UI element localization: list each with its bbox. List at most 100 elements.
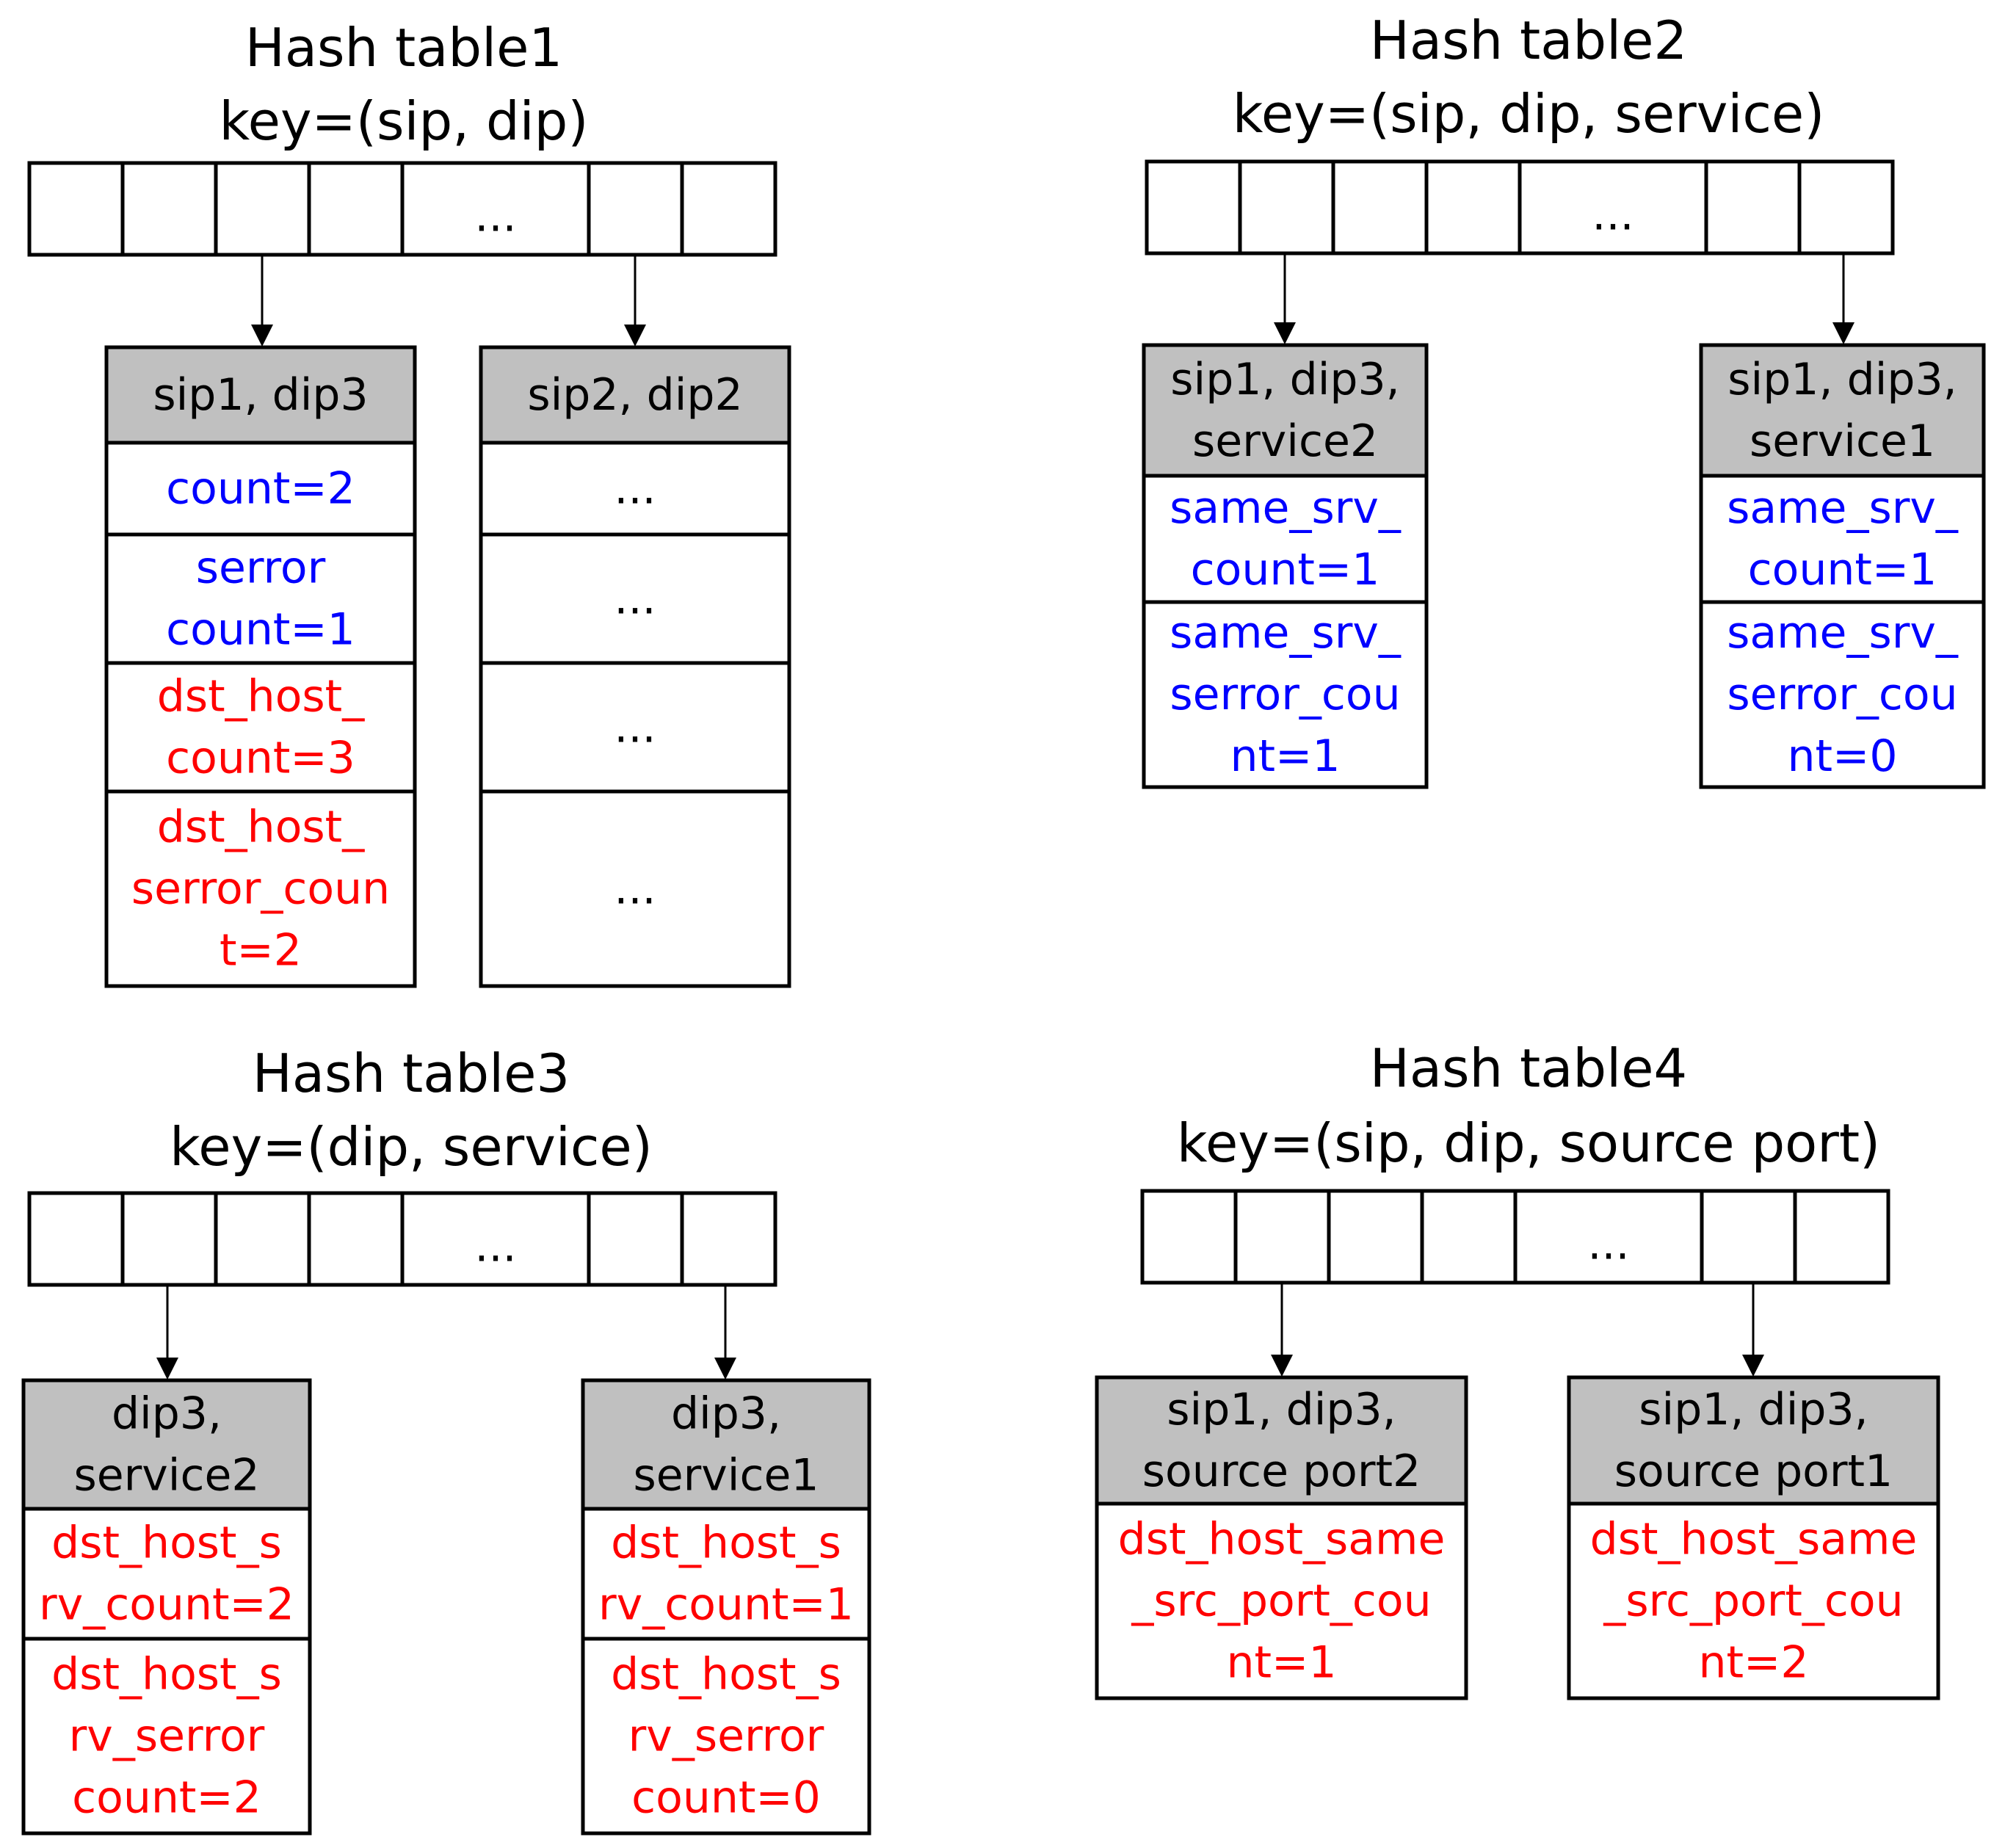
bucket-cell [1793, 1189, 1890, 1285]
entry-field-value: dst_host_s [611, 1649, 841, 1700]
entry-field-value: count=1 [166, 604, 355, 656]
hash-entry: sip1, dip3count=2serrorcount=1dst_host_c… [104, 255, 417, 988]
bucket-cell [307, 1191, 405, 1287]
entry-field-value: ... [614, 463, 656, 515]
entry-header-label: source port1 [1614, 1446, 1893, 1497]
entry-field-cell [104, 661, 417, 794]
entry-field-value: dst_host_same [1590, 1514, 1918, 1565]
entry-field-value: dst_host_s [51, 1518, 282, 1569]
bucket-cell [680, 1191, 777, 1287]
hash-entry: dip3,service1dst_host_srv_count=1dst_hos… [581, 1285, 871, 1836]
entry-field-value: count=1 [1191, 544, 1380, 595]
entry-field-value: rv_count=2 [39, 1579, 294, 1631]
entry-header [479, 345, 791, 445]
bucket-cell [27, 1191, 125, 1287]
entry-header-label: sip1, dip3, [1167, 1384, 1396, 1435]
bucket-ellipsis-cell [400, 1191, 591, 1287]
entry-field-value: count=3 [166, 733, 355, 784]
entry-field-value: ... [614, 863, 656, 915]
entry-field-value: dst_host_same [1118, 1514, 1446, 1565]
entry-header-label: sip1, dip3 [153, 369, 368, 421]
entry-field-cell [479, 789, 791, 988]
entry-field-cell [1699, 600, 1986, 789]
entry-header [104, 345, 417, 445]
bucket-cell [27, 161, 125, 257]
entry-header [21, 1378, 312, 1511]
entry-header-label: service1 [633, 1450, 819, 1501]
entry-field-cell [1567, 1501, 1940, 1700]
entry-field-value: nt=1 [1227, 1637, 1337, 1689]
hash-table-title: Hash table2 [1370, 10, 1687, 71]
entry-header-label: source port2 [1142, 1446, 1421, 1497]
entry-field-value: serror_cou [1170, 669, 1400, 720]
bucket-cell [1233, 1189, 1331, 1285]
entry-field-value: same_srv_ [1170, 482, 1402, 534]
entry-field-value: t=2 [220, 925, 302, 976]
bucket-cell [680, 161, 777, 257]
bucket-array: ... [1140, 1189, 1890, 1285]
bucket-cell [214, 1191, 311, 1287]
entry-field-cell [104, 532, 417, 665]
entry-header-label: sip1, dip3, [1170, 354, 1399, 405]
entry-header-label: service1 [1750, 416, 1935, 467]
hash-table-key: key=(sip, dip) [220, 90, 589, 152]
entry-field-value: same_srv_ [1170, 607, 1402, 659]
entry-field-value: nt=0 [1788, 731, 1898, 782]
bucket-ellipsis-cell [1513, 1189, 1704, 1285]
bucket-cell [1238, 159, 1335, 256]
bucket-cell [1797, 159, 1895, 256]
hash-table-title: Hash table3 [253, 1043, 570, 1104]
hash-entry: sip1, dip3, service2 same_srv_ count=1 same_… [1142, 253, 1429, 789]
hash-entry: dip3,service2dst_host_srv_count=2dst_hos… [21, 1285, 312, 1836]
bucket-cell [1700, 1189, 1797, 1285]
entry-field-value: nt=1 [1230, 731, 1341, 782]
entry-field-value: serror_coun [131, 863, 390, 915]
bucket-cell [120, 161, 218, 257]
hash-table-key: key=(sip, dip, source port) [1177, 1112, 1880, 1174]
entry-header [1699, 343, 1986, 478]
bucket-cell [1140, 1189, 1238, 1285]
bucket-array: ... [27, 161, 777, 257]
entry-field-value: serror [196, 543, 326, 594]
entry-field-value: ... [614, 573, 656, 625]
bucket-cell [1331, 159, 1429, 256]
entry-field-value: _src_port_cou [1131, 1576, 1431, 1627]
bucket-cell [1327, 1189, 1424, 1285]
entry-field-cell [581, 1637, 871, 1836]
bucket-cell [587, 161, 684, 257]
hash-table-title: Hash table1 [245, 17, 562, 79]
entry-field-cell [1142, 600, 1429, 789]
entry-field-value: same_srv_ [1727, 607, 1959, 659]
entry-field-value: ... [614, 702, 656, 753]
entry-field-value: count=0 [631, 1772, 821, 1824]
bucket-ellipsis: ... [1587, 1219, 1629, 1270]
entry-field-cell [1699, 474, 1986, 604]
entry-header [1142, 343, 1429, 478]
bucket-array: ... [27, 1191, 777, 1287]
entry-header [581, 1378, 871, 1511]
hash-table-key: key=(dip, service) [170, 1116, 653, 1178]
bucket-cell [1420, 1189, 1518, 1285]
bucket-ellipsis-cell [1518, 159, 1708, 256]
entry-field-value: same_srv_ [1727, 482, 1959, 534]
entry-header [1567, 1375, 1940, 1506]
entry-field-value: count=2 [72, 1772, 261, 1824]
entry-field-value: nt=2 [1699, 1637, 1809, 1689]
entry-field-value: count=2 [166, 463, 355, 515]
entry-header-label: service2 [1192, 416, 1378, 467]
entry-field-value: dst_host_s [51, 1649, 282, 1700]
entry-header-label: sip1, dip3, [1639, 1384, 1868, 1435]
entry-field-value: dst_host_s [611, 1518, 841, 1569]
bucket-cell [1145, 159, 1242, 256]
entry-field-value: rv_serror [628, 1711, 824, 1762]
bucket-cell [214, 161, 311, 257]
entry-header-label: sip2, dip2 [527, 369, 742, 421]
hash-entry: sip1, dip3, source port2 dst_host_same _src… [1095, 1283, 1468, 1700]
entry-header-label: service2 [73, 1450, 259, 1501]
bucket-ellipsis-cell [400, 161, 591, 257]
entry-field-value: rv_count=1 [598, 1579, 854, 1631]
